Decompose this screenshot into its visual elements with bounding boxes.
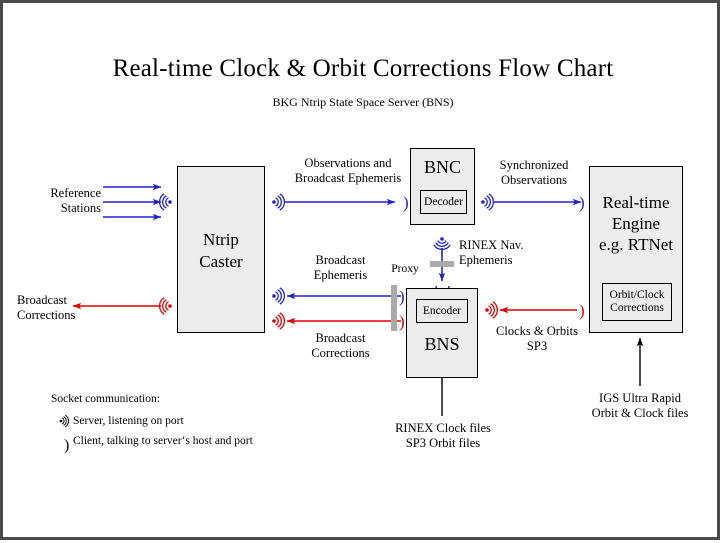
label-beph-l1: Broadcast <box>315 253 366 267</box>
label-bcorr-l2: Corrections <box>311 346 370 360</box>
socket-server-icon-bnc-sync <box>481 193 495 211</box>
socket-client-paren-icon-legend: ) <box>64 437 70 454</box>
socket-server-icon-caster-in <box>158 193 172 211</box>
box-bnc-label: BNC <box>423 157 461 177</box>
label-bco-l2: Corrections <box>17 308 76 322</box>
page-title: Real-time Clock & Orbit Corrections Flow… <box>112 55 614 82</box>
box-engine-label-1: Real-time <box>602 193 670 212</box>
label-clocks-orbits-l2: SP3 <box>526 339 548 353</box>
box-bns-label: BNS <box>424 334 460 354</box>
label-synchronized-observations: Synchronized Observations <box>484 158 584 188</box>
socket-server-icon-caster-obs <box>272 193 286 211</box>
box-ntrip-caster-label-2: Caster <box>199 252 243 271</box>
label-bcorr-l1: Broadcast <box>315 331 366 345</box>
socket-client-icon-engine-clk: ) <box>579 301 585 320</box>
label-rinex-files-l1: RINEX Clock files <box>395 421 491 435</box>
label-proxy: Proxy <box>391 263 419 275</box>
box-engine-label-3: e.g. RTNet <box>598 235 674 254</box>
label-clocks-orbits: Clocks & Orbits SP3 <box>481 324 593 354</box>
subbox-occ-line2: Corrections <box>610 302 664 314</box>
label-rinex-files-l2: SP3 Orbit files <box>405 436 481 450</box>
label-observations: Observations and Broadcast Ephemeris <box>278 156 418 186</box>
proxy-bar-horizontal <box>430 261 454 267</box>
box-ntrip-caster-label-1: Ntrip <box>203 230 239 249</box>
box-ntrip-caster[interactable]: Ntrip Caster <box>177 166 265 333</box>
page-subtitle: BKG Ntrip State Space Server (BNS) <box>272 95 454 109</box>
label-beph-l2: Ephemeris <box>313 268 368 282</box>
box-realtime-engine[interactable]: Real-time Engine e.g. RTNet Orbit/Clock … <box>589 166 683 333</box>
subbox-encoder[interactable]: Encoder <box>416 299 468 323</box>
socket-server-icon-bns-clk <box>485 301 499 319</box>
box-bns[interactable]: Encoder BNS <box>406 288 478 378</box>
subbox-occ-line1: Orbit/Clock <box>609 289 665 301</box>
label-sync-l1: Synchronized <box>499 158 569 172</box>
label-rinex-files: RINEX Clock files SP3 Orbit files <box>373 421 513 451</box>
label-igs-l1: IGS Ultra Rapid <box>599 391 681 405</box>
label-broadcast-corrections: Broadcast Corrections <box>293 331 388 361</box>
label-rinex-nav: RINEX Nav. Ephemeris <box>459 238 555 268</box>
box-engine-label-2: Engine <box>611 214 661 233</box>
socket-server-icon-caster-bcorr2 <box>272 312 286 330</box>
legend-client-text: Client, talking to server‘s host and por… <box>73 435 253 447</box>
subbox-decoder[interactable]: Decoder <box>420 190 467 214</box>
label-observations-l2: Broadcast Ephemeris <box>294 171 402 185</box>
label-rinex-nav-l1: RINEX Nav. <box>459 238 524 252</box>
label-reference-stations-l1: Reference <box>50 186 101 200</box>
label-sync-l2: Observations <box>501 173 567 187</box>
label-observations-l1: Observations and <box>304 156 392 170</box>
box-bnc[interactable]: BNC Decoder <box>410 148 475 225</box>
socket-client-icon-engine-sync: ) <box>579 193 585 212</box>
label-broadcast-corrections-out: Broadcast Corrections <box>17 293 107 323</box>
socket-server-icon-caster-beph <box>272 287 286 305</box>
label-rinex-nav-l2: Ephemeris <box>459 253 513 267</box>
label-igs-l2: Orbit & Clock files <box>591 406 689 420</box>
label-bco-l1: Broadcast <box>17 293 67 307</box>
label-reference-stations: Reference Stations <box>21 186 101 216</box>
proxy-bar-vertical <box>391 285 397 331</box>
label-igs-files: IGS Ultra Rapid Orbit & Clock files <box>573 391 707 421</box>
label-reference-stations-l2: Stations <box>60 201 101 215</box>
socket-server-icon-caster-bcorr <box>158 297 172 315</box>
label-clocks-orbits-l1: Clocks & Orbits <box>496 324 578 338</box>
legend: Socket communication: Server, listening … <box>51 391 253 450</box>
legend-heading: Socket communication: <box>51 393 160 405</box>
socket-client-icon-bns-beph: ) <box>399 287 405 306</box>
socket-server-icon-bnc-rinex <box>433 237 451 251</box>
subbox-orbit-clock-corrections[interactable]: Orbit/Clock Corrections <box>602 283 672 321</box>
legend-server-text: Server, listening on port <box>73 415 184 427</box>
label-broadcast-ephemeris: Broadcast Ephemeris <box>293 253 388 283</box>
socket-client-icon-bnc-obs: ) <box>403 193 409 212</box>
socket-client-icon-bns-bcorr: ) <box>399 312 405 331</box>
